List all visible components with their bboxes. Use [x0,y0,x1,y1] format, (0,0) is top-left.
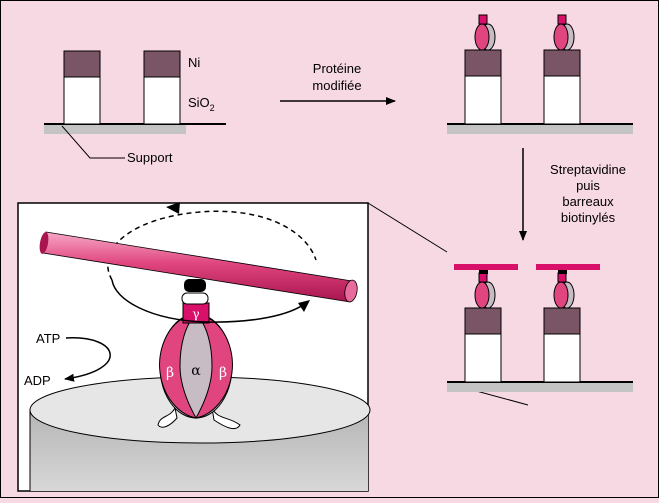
rotation-arrowhead [298,300,310,312]
f1-protein [474,14,496,51]
support-shadow [447,124,633,134]
modified-protein-label-line1: Protéine [313,61,361,76]
nickel-layer [63,50,101,78]
silica-layer [464,75,502,125]
nickel-label: Ni [188,55,200,70]
silica-layer [143,76,181,125]
atp-label: ATP [36,331,60,346]
beta-right-label: β [219,365,227,381]
streptavidin-label-line4: biotinylés [561,210,616,225]
f1-protein [553,14,575,51]
nickel-layer [543,307,581,335]
rotation-arrowhead [166,202,180,214]
biotinylated-rod [39,231,358,303]
support-leader-line [61,125,125,159]
gamma-label: γ [192,307,199,321]
silica-layer [543,75,581,125]
actin-rod [536,264,600,270]
f1-protein-with-rod [536,264,600,309]
step1-pillars: Ni SiO2 Support [44,50,226,165]
step2-pillars-with-protein [447,14,633,134]
streptavidin-label-line3: barreaux [562,194,614,209]
f1-protein-with-rod [454,264,518,309]
adp-label: ADP [24,373,51,388]
atp-hydrolysis: ATP ADP [24,331,111,388]
streptavidin-label-line1: Streptavidine [550,162,626,177]
support-shadow [447,382,633,392]
nickel-layer [464,307,502,335]
step2-to-step3-arrow: Streptavidine puis barreaux biotinylés [519,148,626,241]
alpha-label: α [191,363,201,379]
nickel-layer [143,50,181,78]
actin-rod [454,264,518,270]
silica-layer [543,333,581,383]
streptavidin-label-line2: puis [576,178,600,193]
support-label: Support [127,150,173,165]
modified-protein-label-line2: modifiée [312,78,361,93]
f1-atpase-complex: γ α β β [157,279,241,430]
zoom-inset: γ α β β ATP ADP [17,202,371,492]
nickel-layer [543,49,581,77]
support-shadow [44,124,186,134]
atp-adp-arrow [64,337,111,382]
step3-pillars-with-rods [447,252,633,392]
rotation-path-solid [111,279,307,323]
step1-to-step2-arrow: Protéine modifiée [280,61,396,105]
beta-left-label: β [166,365,174,381]
silica-layer [63,76,101,125]
sio2-label: SiO2 [188,95,215,113]
silica-layer [464,333,502,383]
nickel-layer [464,49,502,77]
